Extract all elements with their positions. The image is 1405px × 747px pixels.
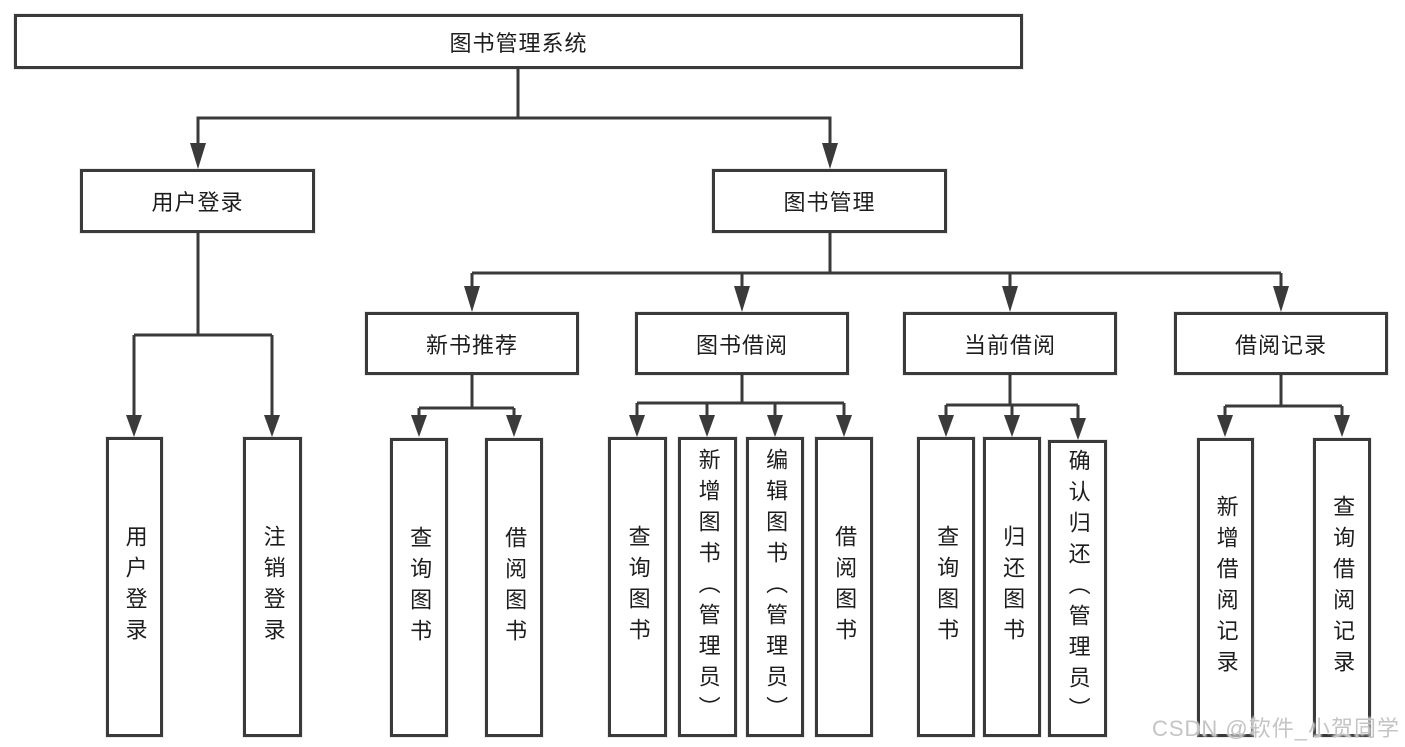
leaf-borrow-book-recommend-label: 借阅图书 [502, 525, 528, 650]
node-book-borrow-label: 图书借阅 [695, 332, 788, 358]
node-root: 图书管理系统 [14, 14, 1023, 69]
leaf-query-book-recommend-label: 查询图书 [407, 525, 433, 650]
leaf-add-borrow-record-label: 新增借阅记录 [1213, 494, 1239, 681]
node-borrow-records-label: 借阅记录 [1234, 332, 1327, 358]
node-book-management-label: 图书管理 [783, 190, 876, 215]
leaf-return-book: 归还图书 [983, 437, 1041, 737]
leaf-query-book-recommend: 查询图书 [390, 438, 448, 737]
leaf-query-borrow-record-label: 查询借阅记录 [1330, 494, 1356, 681]
node-user-login-label: 用户登录 [151, 190, 244, 215]
leaf-query-book-current: 查询图书 [917, 437, 975, 737]
leaf-query-book-borrow: 查询图书 [608, 437, 667, 737]
leaf-confirm-return-admin-label: 确认归还（管理员） [1065, 449, 1091, 728]
leaf-borrow-book: 借阅图书 [815, 437, 873, 737]
leaf-user-login-label: 用户登录 [122, 525, 148, 649]
node-book-management: 图书管理 [712, 169, 947, 233]
leaf-logout: 注销登录 [243, 437, 302, 737]
leaf-borrow-book-label: 借阅图书 [832, 525, 858, 649]
leaf-user-login: 用户登录 [106, 437, 163, 737]
leaf-edit-book-admin: 编辑图书（管理员） [746, 437, 804, 737]
node-borrow-records: 借阅记录 [1174, 312, 1388, 375]
leaf-return-book-label: 归还图书 [1000, 525, 1026, 649]
node-new-book-recommend: 新书推荐 [365, 312, 579, 375]
leaf-logout-label: 注销登录 [260, 525, 286, 649]
leaf-query-book-current-label: 查询图书 [934, 525, 960, 649]
node-book-borrow: 图书借阅 [635, 312, 849, 375]
node-current-borrow-label: 当前借阅 [963, 332, 1056, 358]
leaf-borrow-book-recommend: 借阅图书 [485, 438, 543, 737]
watermark: CSDN @软件_小贺同学 [1151, 716, 1400, 741]
leaf-add-book-admin: 新增图书（管理员） [678, 437, 737, 737]
node-root-label: 图书管理系统 [449, 30, 588, 56]
leaf-add-book-admin-label: 新增图书（管理员） [695, 447, 721, 727]
leaf-confirm-return-admin: 确认归还（管理员） [1048, 440, 1107, 737]
node-new-book-recommend-label: 新书推荐 [425, 332, 518, 358]
leaf-add-borrow-record: 新增借阅记录 [1197, 438, 1254, 737]
leaf-edit-book-admin-label: 编辑图书（管理员） [763, 447, 789, 727]
node-current-borrow: 当前借阅 [903, 312, 1117, 375]
leaf-query-book-borrow-label: 查询图书 [625, 525, 651, 649]
node-user-login: 用户登录 [80, 169, 315, 233]
leaf-query-borrow-record: 查询借阅记录 [1313, 438, 1371, 737]
